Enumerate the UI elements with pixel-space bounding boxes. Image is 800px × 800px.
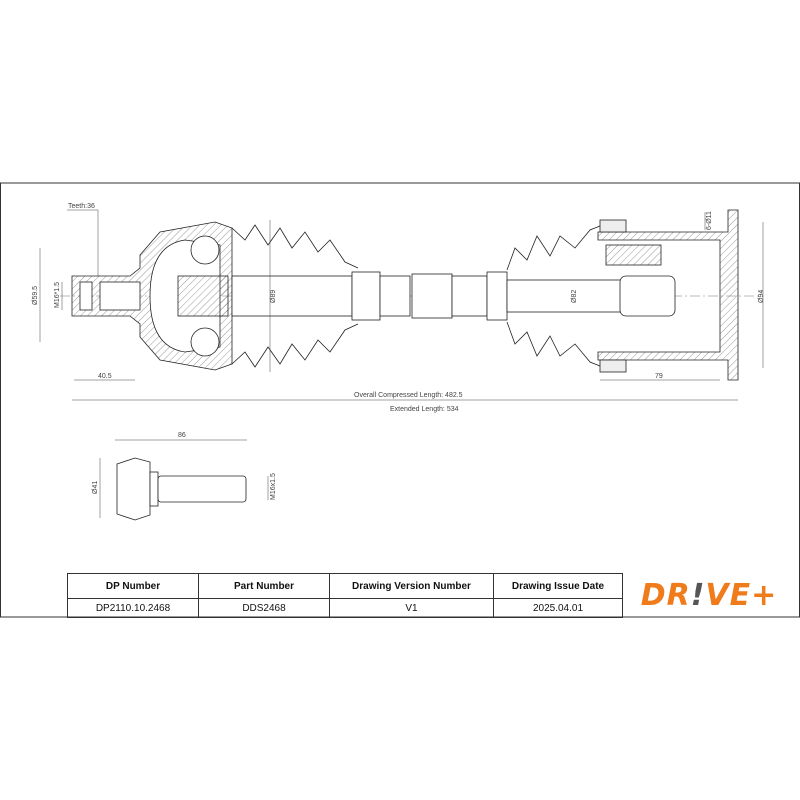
logo-part-exclaim: !	[690, 577, 706, 613]
drive-plus-logo: DR!VE+	[618, 573, 800, 617]
value-drawing-version: V1	[329, 598, 494, 618]
header-drawing-version: Drawing Version Number	[329, 573, 494, 599]
outer-cv-joint	[71, 221, 233, 371]
shaft	[231, 271, 676, 321]
dim-inner-length: 79	[655, 373, 663, 380]
header-part-number: Part Number	[198, 573, 330, 599]
dim-outer-length: 40.5	[98, 373, 112, 380]
value-issue-date: 2025.04.01	[493, 598, 623, 618]
extended-length: Extended Length: 534	[390, 406, 459, 413]
dim-bolt-length: 86	[178, 432, 186, 439]
dim-bolt-holes: 6-Ø11	[706, 211, 713, 230]
dim-flange-diameter: Ø94	[758, 290, 765, 303]
dim-boot-inner: Ø82	[571, 290, 578, 303]
value-part-number: DDS2468	[198, 598, 330, 618]
overall-compressed-length: Overall Compressed Length: 482.5	[354, 392, 463, 399]
dim-outer-thread: M16*1.5	[54, 282, 61, 308]
dim-bolt-head: Ø41	[92, 481, 99, 494]
value-dp-number: DP2110.10.2468	[67, 598, 199, 618]
title-block-value-row: DP2110.10.2468 DDS2468 V1 2025.04.01	[67, 598, 623, 618]
outer-boot	[231, 224, 359, 368]
dimension-lines	[39, 209, 764, 518]
inner-tripod-housing	[597, 209, 739, 381]
header-issue-date: Drawing Issue Date	[493, 573, 623, 599]
dim-outer-cv-diameter: Ø59.5	[32, 286, 39, 305]
logo-part-dr: DR	[640, 577, 691, 613]
header-dp-number: DP Number	[67, 573, 199, 599]
title-block-header-row: DP Number Part Number Drawing Version Nu…	[67, 573, 623, 599]
bolt	[116, 457, 247, 521]
dim-bolt-thread: M16x1.5	[270, 473, 277, 500]
dim-boot-outer: Ø89	[270, 290, 277, 303]
inner-boot	[506, 223, 606, 369]
teeth-label: Teeth:36	[68, 203, 95, 210]
logo-part-veplus: VE+	[705, 577, 778, 613]
title-block-table: DP Number Part Number Drawing Version Nu…	[67, 573, 623, 618]
